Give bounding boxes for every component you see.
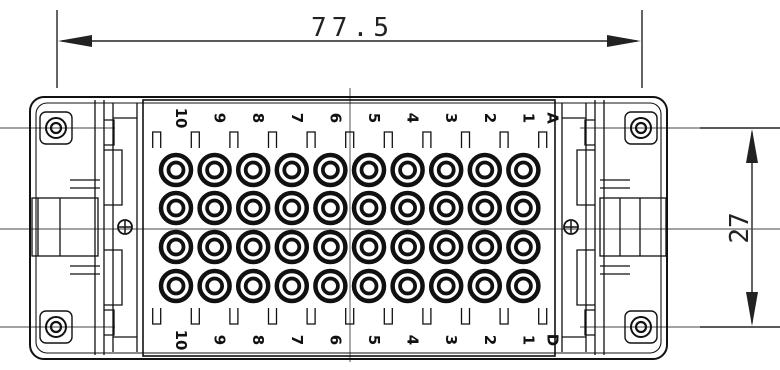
contact-1-2 — [467, 152, 503, 188]
bottom-column-label: 10 — [172, 330, 190, 351]
top-column-label: 6 — [326, 113, 344, 123]
flange-outline — [29, 96, 668, 360]
bottom-column-label: 8 — [249, 335, 267, 345]
row-label-a: A — [543, 112, 561, 124]
right-latch-detail — [561, 100, 667, 355]
contact-1-9 — [197, 152, 232, 188]
contact-4-9 — [197, 268, 232, 304]
mounting-hole-bottom-left — [39, 310, 73, 344]
bottom-column-label: 3 — [442, 335, 460, 345]
height-dimension-label: 27 — [725, 212, 755, 243]
bottom-column-label: 9 — [211, 335, 229, 345]
contact-1-4 — [390, 152, 425, 188]
right-screw-icon — [563, 219, 579, 235]
bottom-column-label: 2 — [481, 335, 499, 345]
contact-2-10 — [158, 190, 194, 226]
contact-2-6 — [313, 190, 348, 226]
mounting-hole-top-right — [624, 111, 658, 145]
contact-4-4 — [390, 268, 425, 304]
contact-3-2 — [467, 229, 503, 265]
top-column-label: 5 — [365, 113, 383, 123]
contact-1-10 — [158, 152, 194, 188]
insert-body — [142, 99, 556, 357]
row-label-d: D — [543, 334, 561, 346]
contact-4-8 — [235, 268, 271, 304]
contact-4-6 — [313, 268, 348, 304]
top-column-label: 7 — [288, 113, 306, 123]
top-column-label: 10 — [172, 108, 190, 129]
contact-4-1 — [506, 268, 541, 304]
contact-2-1 — [506, 190, 541, 226]
top-column-label: 9 — [211, 113, 229, 123]
contact-3-6 — [313, 229, 348, 265]
contact-2-8 — [235, 190, 271, 226]
centerlines — [0, 88, 780, 362]
contact-3-7 — [274, 229, 310, 265]
height-dimension — [700, 127, 780, 328]
width-dimension — [56, 10, 643, 88]
bottom-column-label: 1 — [519, 335, 537, 345]
contact-2-9 — [197, 190, 232, 226]
contact-4-7 — [274, 268, 310, 304]
contact-4-3 — [428, 268, 464, 304]
contact-grid — [158, 152, 541, 304]
top-column-label: 1 — [519, 113, 537, 123]
contact-3-5 — [351, 229, 387, 265]
contact-2-4 — [390, 190, 425, 226]
contact-3-1 — [506, 229, 541, 265]
contact-2-5 — [351, 190, 387, 226]
bottom-column-label: 5 — [365, 335, 383, 345]
top-column-label: 2 — [481, 113, 499, 123]
mounting-hole-top-left — [39, 111, 73, 145]
contact-2-7 — [274, 190, 310, 226]
bottom-column-label: 6 — [326, 335, 344, 345]
top-column-label: 4 — [404, 113, 422, 123]
contact-3-9 — [197, 229, 232, 265]
width-dimension-label: 77.5 — [311, 13, 389, 43]
contact-3-4 — [390, 229, 425, 265]
contact-3-3 — [428, 229, 464, 265]
top-column-label: 3 — [442, 113, 460, 123]
left-screw-icon — [117, 219, 133, 235]
contact-1-6 — [313, 152, 348, 188]
contact-1-7 — [274, 152, 310, 188]
contact-3-8 — [235, 229, 271, 265]
contact-1-3 — [428, 152, 464, 188]
contact-4-5 — [351, 268, 387, 304]
contact-2-2 — [467, 190, 503, 226]
contact-1-8 — [235, 152, 271, 188]
contact-1-5 — [351, 152, 387, 188]
bottom-column-label: 7 — [288, 335, 306, 345]
bottom-column-label: 4 — [404, 335, 422, 345]
contact-4-10 — [158, 268, 194, 304]
contact-3-10 — [158, 229, 194, 265]
contact-2-3 — [428, 190, 464, 226]
contact-1-1 — [506, 152, 541, 188]
mounting-hole-bottom-right — [624, 310, 658, 344]
left-latch-detail — [31, 100, 138, 355]
contact-4-2 — [467, 268, 503, 304]
top-column-label: 8 — [249, 113, 267, 123]
